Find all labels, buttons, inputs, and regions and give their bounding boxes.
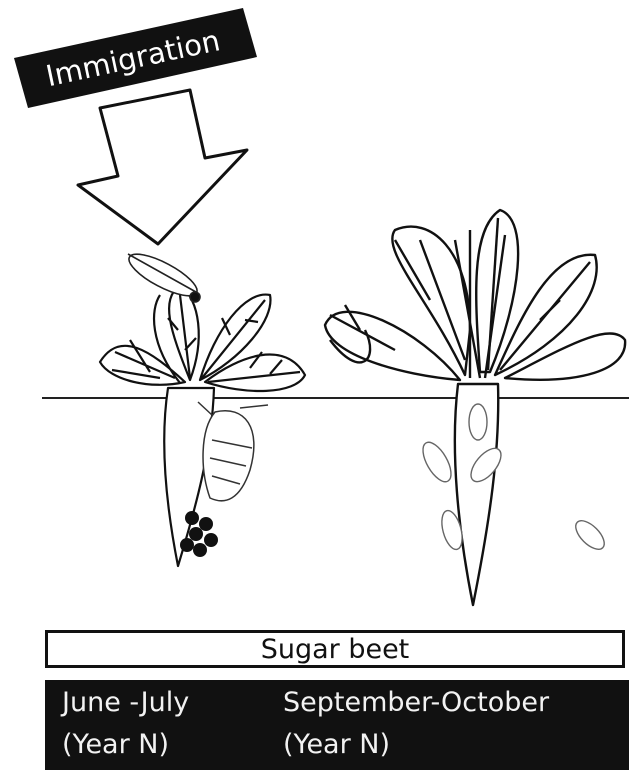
- period-2-year: (Year N): [283, 724, 549, 766]
- larva-icon-1: [469, 404, 487, 440]
- immigration-arrow: [78, 90, 247, 244]
- diagram-scene: Immigration: [0, 0, 629, 630]
- adult-beetle-icon: [124, 247, 202, 304]
- larva-icon-2: [417, 438, 456, 486]
- period-2-months: September-October: [283, 682, 549, 724]
- period-1-months: June -July: [62, 682, 189, 724]
- soil-larvae: [417, 404, 609, 554]
- period-september-october: September-October (Year N): [283, 682, 549, 766]
- timeline-bar: June -July (Year N) September-October (Y…: [45, 680, 629, 770]
- crop-bar: Sugar beet: [45, 630, 625, 668]
- crop-label: Sugar beet: [261, 634, 410, 665]
- immigration-label: Immigration: [14, 8, 257, 108]
- period-june-july: June -July (Year N): [62, 682, 189, 766]
- larva-icon-5: [571, 516, 609, 554]
- period-1-year: (Year N): [62, 724, 189, 766]
